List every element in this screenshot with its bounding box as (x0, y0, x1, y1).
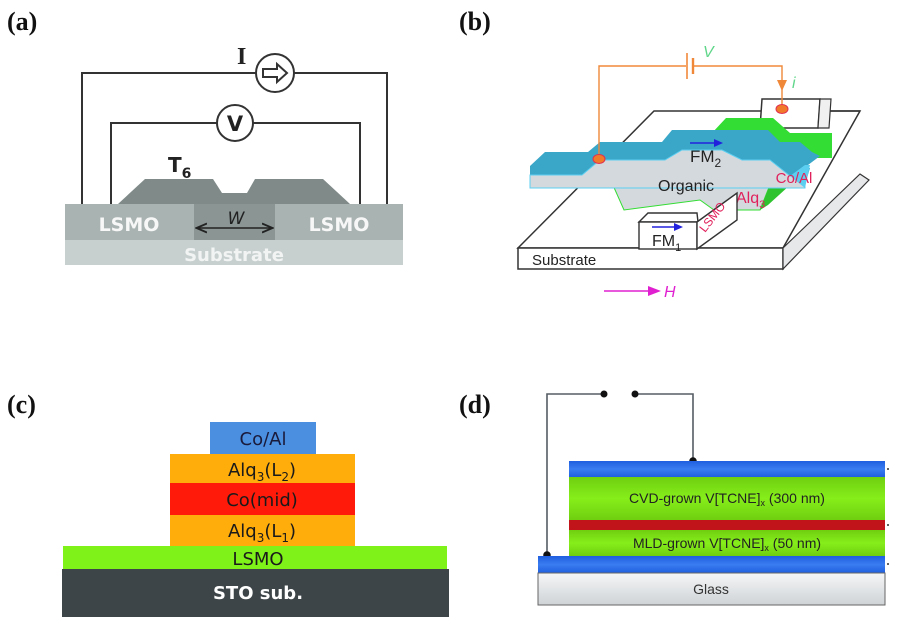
layer-co-al-label: Co/Al (240, 429, 287, 450)
gap-region (194, 204, 275, 240)
layer-interlayer (569, 520, 885, 530)
layer-glass-label: Glass (693, 581, 729, 597)
spacer-label: Alq3 (736, 190, 765, 211)
layer-co-mid-label: Co(mid) (226, 490, 298, 511)
layer-cvd-vtcne-label: CVD-grown V[TCNE]x (300 nm) (629, 490, 825, 508)
layer-co-al (210, 422, 316, 454)
layer-mld-vtcne (569, 530, 885, 556)
fm1-label: FM1 (652, 233, 681, 254)
layer-top-electrode (569, 461, 885, 477)
panel-a-label: (a) (7, 7, 37, 36)
layer-alq3-l2-label: Alq3(L2) (228, 460, 296, 484)
fm2-arrowhead (714, 139, 723, 147)
panel-c: (c) Co/Al Alq3(L2) Co(mid) Alq3(L1) LSMO… (7, 390, 449, 617)
current-wire-right (294, 72, 388, 204)
voltmeter-label: V (227, 112, 244, 136)
right-electrode-label: LSMO (309, 214, 370, 236)
left-electrode (65, 204, 194, 240)
field-label: H (664, 284, 676, 301)
organic-label: Organic (658, 178, 714, 195)
edge-marker (887, 563, 889, 565)
bias-voltage-label: V (703, 44, 715, 61)
layer-alq3-l2 (170, 454, 355, 483)
layer-glass (537, 572, 886, 606)
substrate-block (65, 240, 403, 265)
terminal-dot-left (600, 390, 608, 398)
layer-alq3-l1 (170, 515, 355, 546)
panel-d-label: (d) (459, 390, 491, 419)
fm1-arrowhead (674, 223, 683, 231)
left-electrode-label: LSMO (99, 214, 160, 236)
panel-a: (a) I V T6 Substrate LSMO LSMO W (7, 7, 403, 266)
molecule-film (118, 179, 350, 204)
layer-sto-label: STO sub. (213, 583, 303, 604)
layer-alq3-l1-label: Alq3(L1) (228, 521, 296, 545)
current-label: I (237, 44, 246, 70)
terminal-dot-right (631, 390, 639, 398)
bias-circuit (592, 53, 789, 164)
right-electrode (275, 204, 403, 240)
current-label-b: i (792, 75, 796, 92)
layer-mld-vtcne-label: MLD-grown V[TCNE]x (50 nm) (633, 535, 821, 553)
measurement-circuit (543, 390, 697, 559)
molecule-label: T6 (168, 153, 191, 182)
voltmeter-icon (216, 104, 254, 142)
layer-cvd-vtcne (569, 477, 885, 520)
current-direction-arrow (777, 80, 787, 91)
fm2-label: FM2 (690, 147, 722, 170)
panel-c-label: (c) (7, 390, 36, 419)
layer-sto-substrate (62, 569, 449, 617)
panel-b-label: (b) (459, 7, 491, 36)
top-electrode-label: Co/Al (776, 170, 813, 187)
edge-marker (887, 468, 889, 470)
voltage-wire (110, 122, 217, 204)
gap-width-label: W (228, 209, 246, 229)
field-arrowhead (648, 286, 661, 296)
layer-co-mid (170, 483, 355, 515)
edge-marker (887, 524, 889, 526)
substrate-label-b: Substrate (532, 252, 596, 269)
panel-d: (d) CVD-grown V[TCNE]x (300 nm) MLD-grow… (459, 390, 889, 606)
panel-b: (b) Substrate Co/Al (459, 7, 870, 301)
current-source-icon (255, 53, 295, 93)
substrate-label: Substrate (184, 245, 284, 266)
voltage-wire-right (253, 122, 361, 204)
current-wire (81, 72, 256, 204)
layer-lsmo (63, 546, 447, 569)
layer-bottom-electrode (538, 556, 885, 573)
layer-lsmo-label: LSMO (232, 549, 283, 570)
